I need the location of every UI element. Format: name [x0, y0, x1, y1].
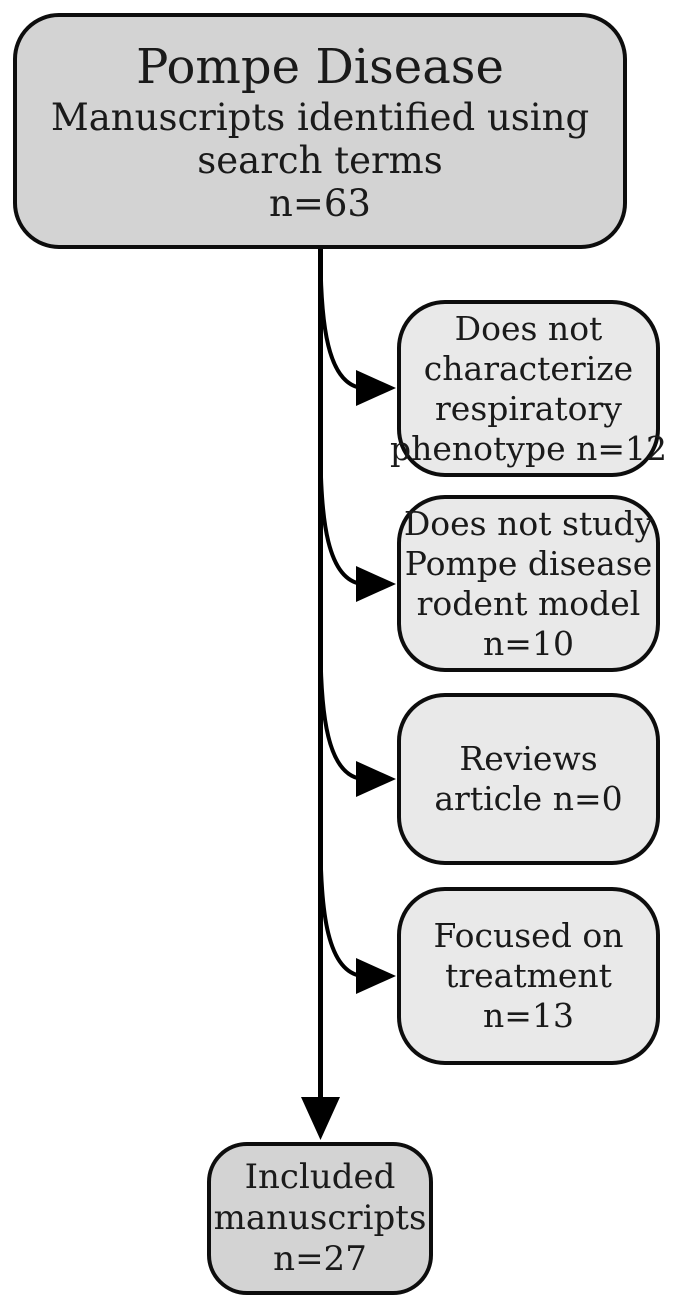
box-text-line: rodent model — [416, 583, 641, 623]
right-arrowhead-icon-2 — [356, 566, 396, 602]
exclusion-box-treatment: Focused on treatment n=13 — [397, 887, 660, 1065]
branch-curve-1 — [318, 257, 363, 390]
source-box-count: n=63 — [269, 181, 371, 225]
right-arrowhead-icon-1 — [356, 370, 396, 406]
down-arrowhead-icon — [301, 1097, 340, 1140]
exclusion-box-rodent-model: Does not study Pompe disease rodent mode… — [397, 495, 660, 672]
box-text-line: Does not — [454, 308, 603, 348]
box-text-line: treatment — [445, 956, 612, 995]
branch-curve-3 — [318, 648, 363, 781]
box-text-line: Included — [244, 1157, 396, 1197]
source-box: Pompe Disease Manuscripts identified usi… — [13, 13, 627, 249]
box-text-line: Reviews — [459, 739, 598, 778]
box-text-line: Focused on — [433, 916, 624, 955]
exclusion-box-reviews: Reviews article n=0 — [397, 693, 660, 865]
box-text-count: n=13 — [483, 996, 574, 1035]
box-text-line: Does not study — [403, 503, 654, 543]
branch-curve-4 — [318, 845, 363, 978]
exclusion-box-respiratory-phenotype: Does not characterize respiratory phenot… — [390, 300, 667, 477]
box-text-count: phenotype n=12 — [390, 428, 667, 468]
box-text-line: manuscripts — [213, 1198, 427, 1238]
box-text-line: respiratory — [435, 388, 622, 428]
box-text-line: Pompe disease — [404, 543, 653, 583]
box-text-count: n=10 — [483, 623, 574, 663]
source-box-line: Manuscripts identified using — [50, 95, 590, 139]
right-arrowhead-icon-3 — [356, 761, 396, 797]
branch-curve-2 — [318, 453, 363, 586]
included-box: Included manuscripts n=27 — [207, 1142, 433, 1295]
box-text-count: article n=0 — [434, 779, 623, 818]
source-box-line: search terms — [197, 138, 443, 182]
box-text-line: characterize — [423, 348, 634, 388]
right-arrowhead-icon-4 — [356, 958, 396, 994]
box-text-count: n=27 — [273, 1239, 367, 1279]
source-box-title: Pompe Disease — [136, 38, 504, 95]
